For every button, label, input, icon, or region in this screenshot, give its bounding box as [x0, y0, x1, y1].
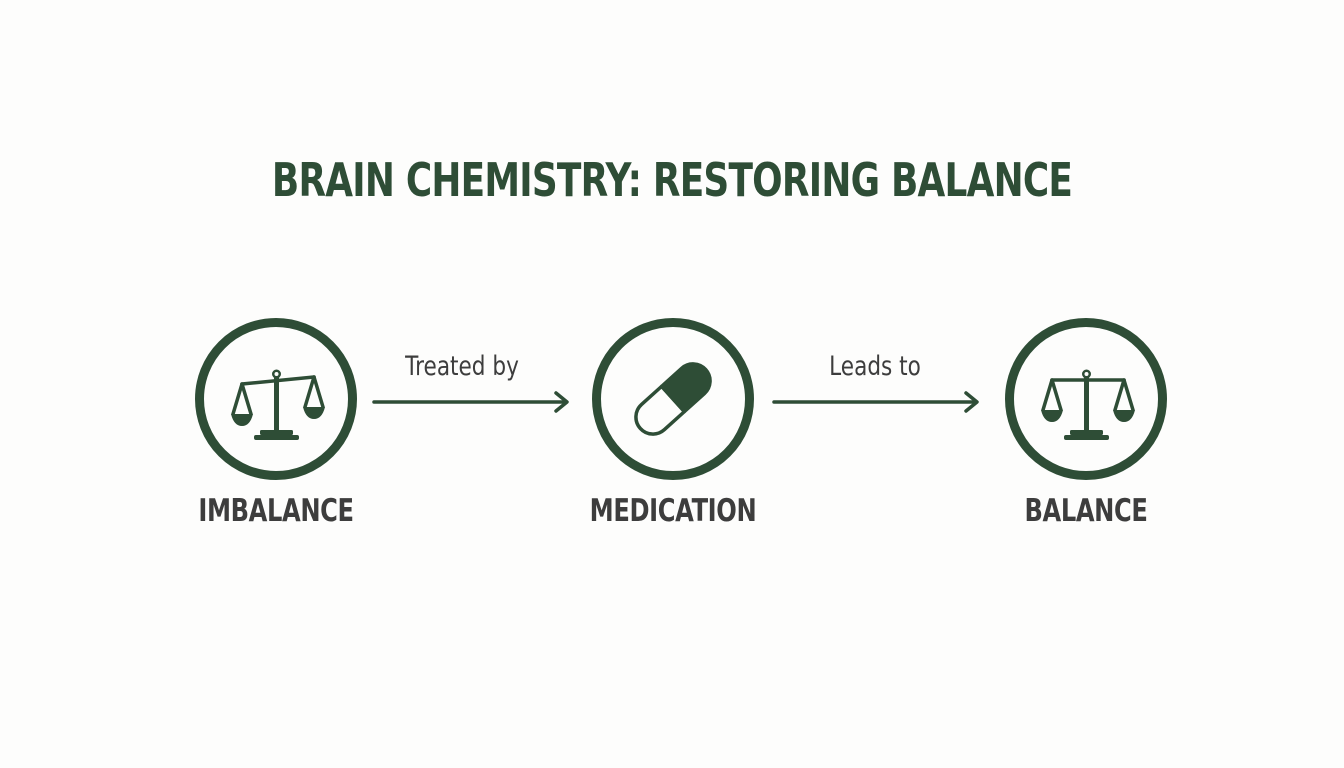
balance-label: BALANCE	[1024, 493, 1148, 529]
treated-by-arrow	[372, 390, 572, 414]
arrow-right-icon	[372, 391, 569, 413]
balance-node	[1005, 318, 1167, 480]
scales-icon	[1041, 369, 1135, 440]
capsule-icon	[634, 362, 712, 436]
imbalance-label: IMBALANCE	[198, 493, 354, 529]
treated-by-label: Treated by	[405, 351, 519, 382]
leads-to-arrow	[772, 390, 982, 414]
medication-node	[592, 318, 754, 480]
arrow-right-icon	[772, 391, 979, 413]
leads-to-label: Leads to	[829, 351, 921, 382]
diagram-title: BRAIN CHEMISTRY: RESTORING BALANCE	[271, 153, 1073, 207]
scales-icon	[231, 369, 325, 440]
medication-label: MEDICATION	[589, 493, 757, 529]
imbalance-node	[195, 318, 357, 480]
